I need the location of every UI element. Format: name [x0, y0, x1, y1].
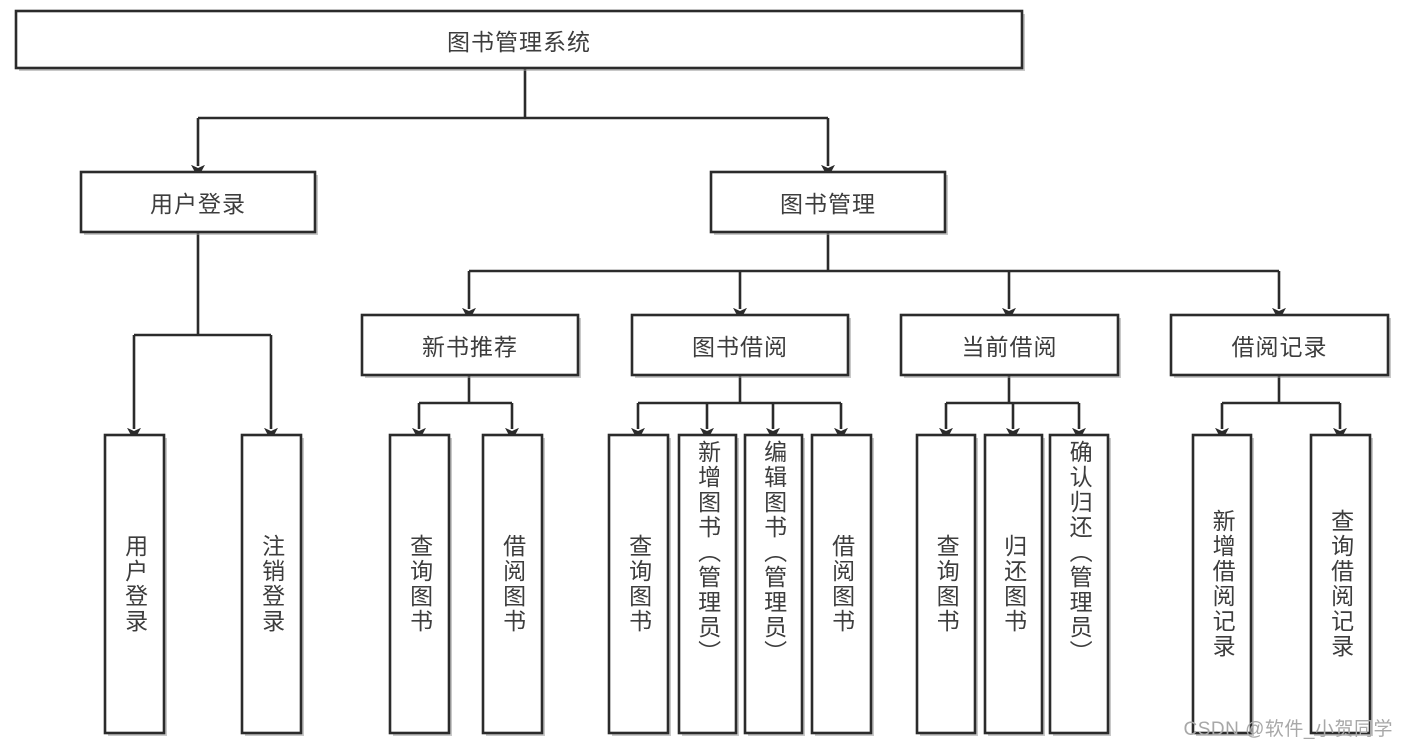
node-leaf-borrow-book-1[interactable]	[481, 433, 545, 736]
node-leaf-query-book-2[interactable]	[607, 433, 671, 736]
node-leaf-add-book[interactable]	[677, 433, 739, 736]
node-current-borrow[interactable]	[899, 313, 1121, 378]
connector-group-user-login	[127, 232, 278, 441]
node-leaf-edit-book[interactable]	[743, 433, 805, 736]
node-leaf-query-book-3[interactable]	[915, 433, 978, 736]
connector-group-new-books	[412, 375, 519, 441]
connector-group-borrow-records	[1215, 375, 1347, 441]
node-user-login[interactable]	[79, 170, 318, 235]
node-leaf-logout[interactable]	[240, 433, 304, 736]
connector-group-root	[191, 68, 835, 178]
node-leaf-borrow-book-2[interactable]	[810, 433, 874, 736]
node-leaf-query-borrow-record[interactable]	[1309, 433, 1373, 736]
node-borrow-record[interactable]	[1169, 313, 1391, 378]
node-leaf-confirm-return[interactable]	[1048, 433, 1111, 736]
node-book-management[interactable]	[709, 170, 948, 235]
connector-group-current-borrow	[939, 375, 1086, 441]
node-leaf-query-book-1[interactable]	[388, 433, 452, 736]
node-leaf-add-borrow-record[interactable]	[1191, 433, 1254, 736]
connector-group-book-manage	[462, 232, 1286, 321]
node-leaf-return-book[interactable]	[983, 433, 1045, 736]
node-root[interactable]	[14, 9, 1025, 71]
connector-group-borrow	[631, 375, 848, 441]
node-new-book-recommend[interactable]	[360, 313, 581, 378]
node-leaf-user-login[interactable]	[103, 433, 167, 736]
csdn-watermark: CSDN @软件_小贺同学	[1183, 719, 1393, 740]
node-book-borrow[interactable]	[630, 313, 851, 378]
